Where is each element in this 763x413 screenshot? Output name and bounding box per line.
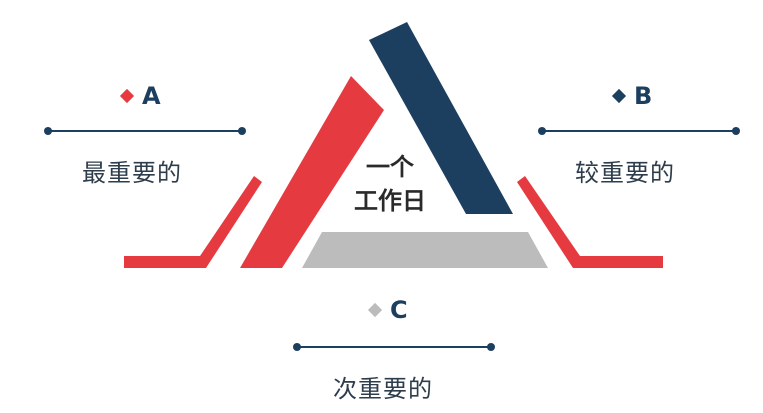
diamond-b-icon bbox=[611, 88, 627, 104]
center-line-1: 一个 bbox=[366, 153, 414, 181]
line-b bbox=[541, 130, 737, 132]
line-a bbox=[47, 130, 243, 132]
desc-a: 最重要的 bbox=[82, 159, 182, 187]
line-c-end-dot bbox=[487, 343, 495, 351]
line-b-end-dot bbox=[732, 127, 740, 135]
triangle-grey-base bbox=[302, 232, 548, 268]
label-b-letter: B bbox=[634, 82, 653, 110]
left-bracket bbox=[124, 176, 262, 268]
diamond-c-icon bbox=[367, 302, 383, 318]
center-line-2: 工作日 bbox=[354, 187, 426, 215]
right-bracket bbox=[517, 176, 663, 268]
label-c-letter: C bbox=[390, 296, 408, 324]
label-b: B bbox=[611, 82, 653, 110]
line-a-start-dot bbox=[44, 127, 52, 135]
line-a-end-dot bbox=[238, 127, 246, 135]
line-c bbox=[296, 346, 492, 348]
label-a-letter: A bbox=[142, 82, 161, 110]
diamond-a-icon bbox=[119, 88, 135, 104]
label-a: A bbox=[119, 82, 161, 110]
line-c-start-dot bbox=[293, 343, 301, 351]
triangle-navy-side bbox=[369, 22, 513, 214]
label-c: C bbox=[367, 296, 408, 324]
line-b-start-dot bbox=[538, 127, 546, 135]
center-label: 一个 工作日 bbox=[345, 150, 435, 218]
desc-b: 较重要的 bbox=[575, 159, 675, 187]
triangle-red-side bbox=[240, 76, 384, 268]
desc-c: 次重要的 bbox=[333, 375, 433, 403]
